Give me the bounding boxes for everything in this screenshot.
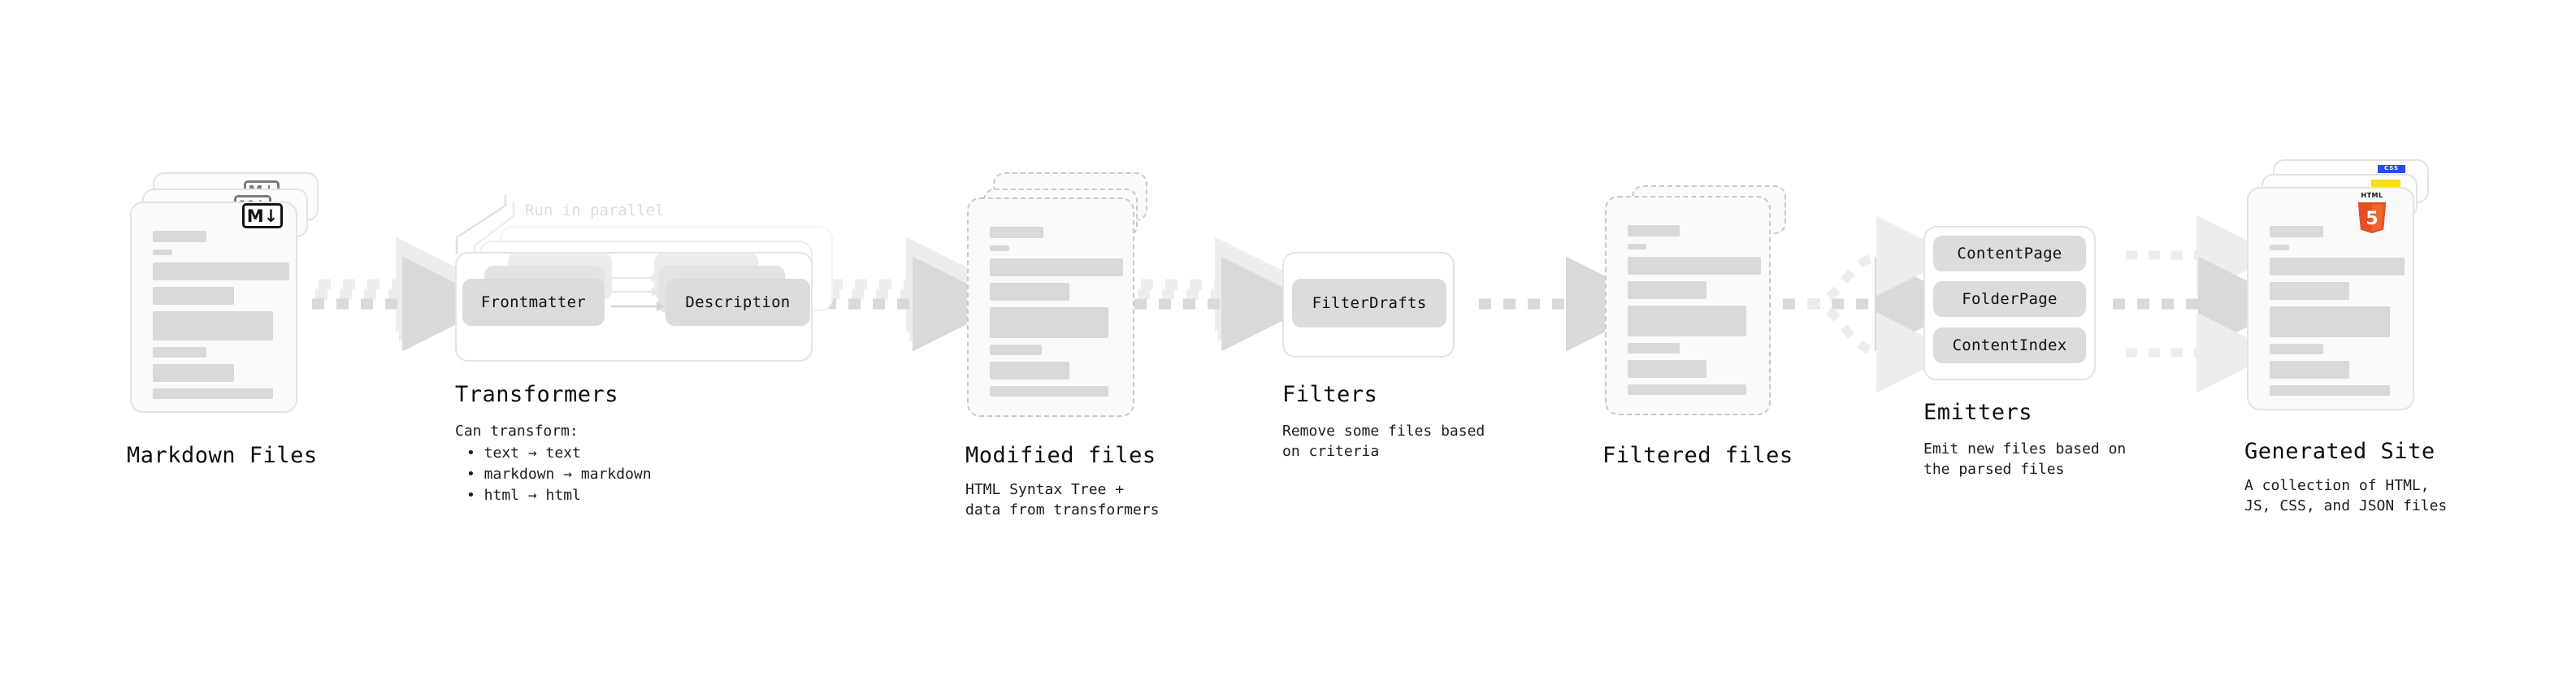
modified-files-caption: HTML Syntax Tree + data from transformer…	[965, 481, 1160, 518]
modified-card-skeleton	[969, 199, 1133, 415]
generated-site-caption: A collection of HTML, JS, CSS, and JSON …	[2244, 477, 2448, 514]
arrow-emitters-to-site	[2113, 215, 2293, 393]
transformers-caption: Can transform:	[455, 423, 579, 440]
arrow-modified-to-filters	[1134, 236, 1316, 352]
markdown-card-front	[130, 202, 297, 413]
run-in-parallel-bracket	[455, 195, 515, 256]
transformers-bullet-0: • text → text	[466, 445, 581, 462]
filters-chip-filterdrafts[interactable]: FilterDrafts	[1292, 279, 1446, 327]
html5-icon: HTML 5	[2353, 193, 2391, 235]
modified-card-front	[967, 197, 1134, 417]
transformers-label: Transformers	[455, 382, 619, 407]
transformer-inner-arrows	[611, 273, 665, 311]
filtered-card-skeleton	[1607, 197, 1769, 414]
generated-site-label: Generated Site	[2244, 439, 2435, 464]
emitters-chip-contentindex[interactable]: ContentIndex	[1933, 327, 2086, 363]
arrow-filtered-to-emitters	[1783, 215, 1970, 393]
site-card-front	[2247, 187, 2414, 410]
transformers-bullet-2: • html → html	[466, 487, 581, 504]
transformer-chip-description-label: Description	[685, 293, 791, 311]
markdown-card-skeleton	[132, 203, 296, 411]
site-card-skeleton	[2249, 189, 2413, 409]
markdown-icon: M↓	[242, 203, 283, 228]
arrow-markdown-to-transformers	[312, 236, 497, 352]
markdown-files-label: Markdown Files	[127, 443, 318, 468]
modified-files-label: Modified files	[965, 443, 1156, 468]
transformer-chip-frontmatter[interactable]: Frontmatter	[462, 279, 605, 326]
emitters-chip-contentpage-label: ContentPage	[1957, 245, 2062, 262]
emitters-chip-folderpage-label: FolderPage	[1962, 290, 2058, 308]
emitters-chip-folderpage[interactable]: FolderPage	[1933, 281, 2086, 317]
emitters-chip-contentindex-label: ContentIndex	[1952, 336, 2067, 354]
filtered-files-label: Filtered files	[1602, 443, 1793, 468]
transformer-chip-frontmatter-label: Frontmatter	[480, 293, 587, 311]
transformers-bullet-1: • markdown → markdown	[466, 466, 652, 483]
transformer-chip-description[interactable]: Description	[666, 279, 810, 326]
emitters-chip-contentpage[interactable]: ContentPage	[1933, 236, 2086, 271]
emitters-label: Emitters	[1923, 400, 2033, 425]
arrow-transformers-to-modified	[824, 236, 1008, 352]
emitters-caption: Emit new files based on the parsed files	[1923, 440, 2127, 478]
filters-chip-filterdrafts-label: FilterDrafts	[1312, 294, 1427, 312]
svg-text:5: 5	[2366, 209, 2378, 229]
filtered-card-front	[1605, 196, 1771, 415]
filters-caption: Remove some files based on criteria	[1282, 423, 1485, 460]
filters-label: Filters	[1282, 382, 1378, 407]
run-in-parallel-note: Run in parallel	[525, 202, 665, 219]
